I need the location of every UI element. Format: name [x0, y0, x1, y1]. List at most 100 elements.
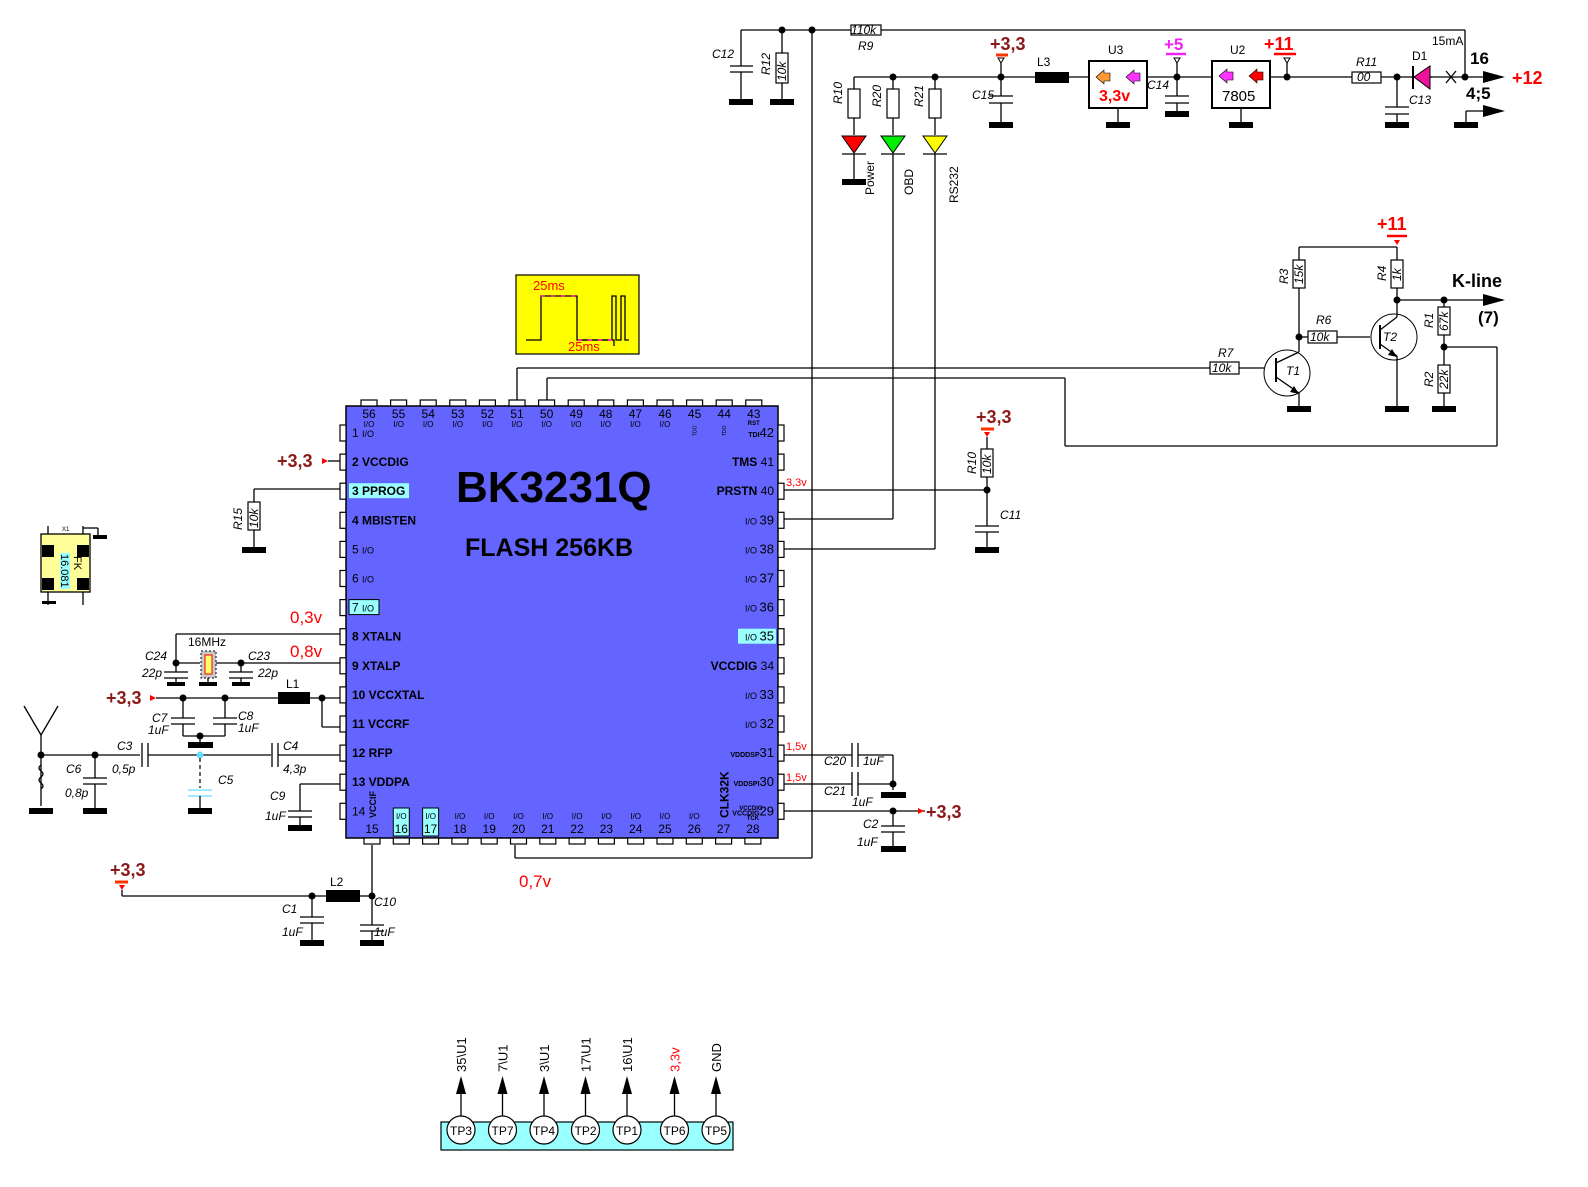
pin-label-23: I/O: [601, 812, 612, 821]
r20-ref: R20: [870, 85, 884, 107]
pin-num-44: 44: [718, 407, 732, 421]
c20-ref: C20: [824, 754, 846, 768]
c8-value: 1uF: [238, 721, 259, 735]
xtal-frequency: 16MHz: [188, 635, 226, 649]
pin-num-51: 51: [510, 407, 524, 421]
power-11-top: +11: [1264, 34, 1294, 54]
l1-ref: L1: [286, 677, 300, 691]
pin-num-17: 17: [424, 822, 438, 836]
pin-1: [339, 424, 347, 442]
pin-10: [339, 686, 347, 704]
c15-ref: C15: [972, 88, 994, 102]
voltage-xtalp: 0,8v: [290, 642, 323, 661]
r11-ref: R11: [1356, 55, 1377, 69]
pin-num-54: 54: [422, 407, 436, 421]
regulator-u2: [1211, 60, 1271, 109]
pin-9: [339, 657, 347, 675]
pin-num-19: 19: [483, 822, 497, 836]
timing-high-label: 25ms: [533, 278, 565, 293]
connector-pin16: 16: [1470, 49, 1489, 68]
pin-label-48: I/O: [600, 420, 611, 429]
c8-ref: C8: [238, 709, 254, 723]
pin-35: [777, 628, 785, 646]
pin-55: [390, 399, 408, 407]
pin-41: [777, 453, 785, 471]
pin-28: [744, 837, 762, 845]
c9-value: 1uF: [265, 809, 286, 823]
pin-num-27: 27: [717, 822, 731, 836]
pin-label-42: TDI42: [748, 425, 774, 440]
pin-20: [509, 837, 528, 845]
power-33-vccxtal: +3,3: [106, 688, 142, 708]
crystal-module-x1: 16.081 FK X1: [40, 526, 107, 605]
pin-39: [777, 511, 785, 529]
pin-label-13: 13 VDDPA: [352, 775, 410, 789]
led-rs232-icon: [922, 135, 948, 154]
pin-25: [656, 837, 674, 845]
pin-label-17: I/O: [425, 812, 436, 821]
pin-19: [480, 837, 498, 845]
r6-ref: R6: [1316, 313, 1332, 327]
pin-label-28: TCK: [747, 816, 760, 822]
pin-4: [339, 511, 347, 529]
u3-ref: U3: [1108, 43, 1124, 57]
voltage-pin20: 0,7v: [519, 872, 552, 891]
c2-value: 1uF: [857, 835, 878, 849]
r11-value: 00: [1357, 70, 1371, 84]
l2-ref: L2: [330, 875, 344, 889]
pin-num-50: 50: [540, 407, 554, 421]
test-point-label: TP2: [574, 1124, 596, 1138]
pin-label-37: I/O 37: [745, 571, 774, 586]
tp-arrow-icon: [456, 1076, 466, 1094]
pin-54: [419, 399, 437, 407]
pin-22: [568, 837, 586, 845]
pin-num-24: 24: [629, 822, 643, 836]
pin-44: [715, 399, 733, 407]
c9-ref: C9: [270, 789, 286, 803]
pin-label-8: 8 XTALN: [352, 630, 401, 644]
kline-section: +11 15k R3 1k R4 K-line (7) 10k R6: [517, 214, 1505, 447]
pin-label-53: I/O: [452, 420, 463, 429]
pin-label-7: 7 I/O: [352, 601, 374, 615]
pin-13: [339, 773, 347, 791]
pin-num-53: 53: [451, 407, 465, 421]
test-point-label: TP4: [533, 1124, 555, 1138]
pin-33: [777, 686, 785, 704]
pin-label-46: I/O: [660, 420, 671, 429]
pin-label-22: I/O: [572, 812, 583, 821]
pin-16: [392, 837, 410, 845]
pin-37: [777, 569, 785, 588]
test-point-label: TP1: [616, 1124, 638, 1138]
pin-51: [508, 399, 526, 407]
tp-arrow-icon: [622, 1076, 632, 1094]
pin-label-47: I/O: [630, 420, 641, 429]
pin-2: [339, 453, 347, 471]
pin-label-19: I/O: [484, 812, 495, 821]
t1-ref: T1: [1286, 364, 1300, 378]
pin-48: [597, 399, 615, 407]
pin-label-20: I/O: [513, 812, 524, 821]
r9-value: 110k: [851, 23, 877, 37]
pin-49: [567, 399, 585, 407]
pin-num-15: 15: [365, 822, 379, 836]
power-supply-section: C12 10k R12 110k R9 R10 Power R20: [712, 23, 1543, 858]
pin-26: [685, 837, 703, 845]
pin-24: [627, 837, 645, 845]
u2-value: 7805: [1222, 88, 1255, 105]
pin-18: [451, 837, 469, 845]
pin-label-16: I/O: [396, 812, 407, 821]
pin-num-21: 21: [541, 822, 555, 836]
c4-ref: C4: [283, 739, 299, 753]
x1-line2: 16.081: [58, 554, 70, 588]
test-point-label: TP6: [663, 1124, 685, 1138]
c7-value: 1uF: [148, 723, 169, 737]
test-point-signal: 3,3v: [668, 1047, 683, 1072]
test-point-tp5: [701, 1115, 731, 1145]
r21-ref: R21: [912, 85, 926, 107]
pin-43: [745, 399, 763, 407]
test-point-tp7: [487, 1115, 518, 1145]
pin-17: [422, 837, 440, 845]
test-point-signal: 35\U1: [454, 1037, 469, 1072]
chip-name: BK3231Q: [456, 463, 652, 512]
